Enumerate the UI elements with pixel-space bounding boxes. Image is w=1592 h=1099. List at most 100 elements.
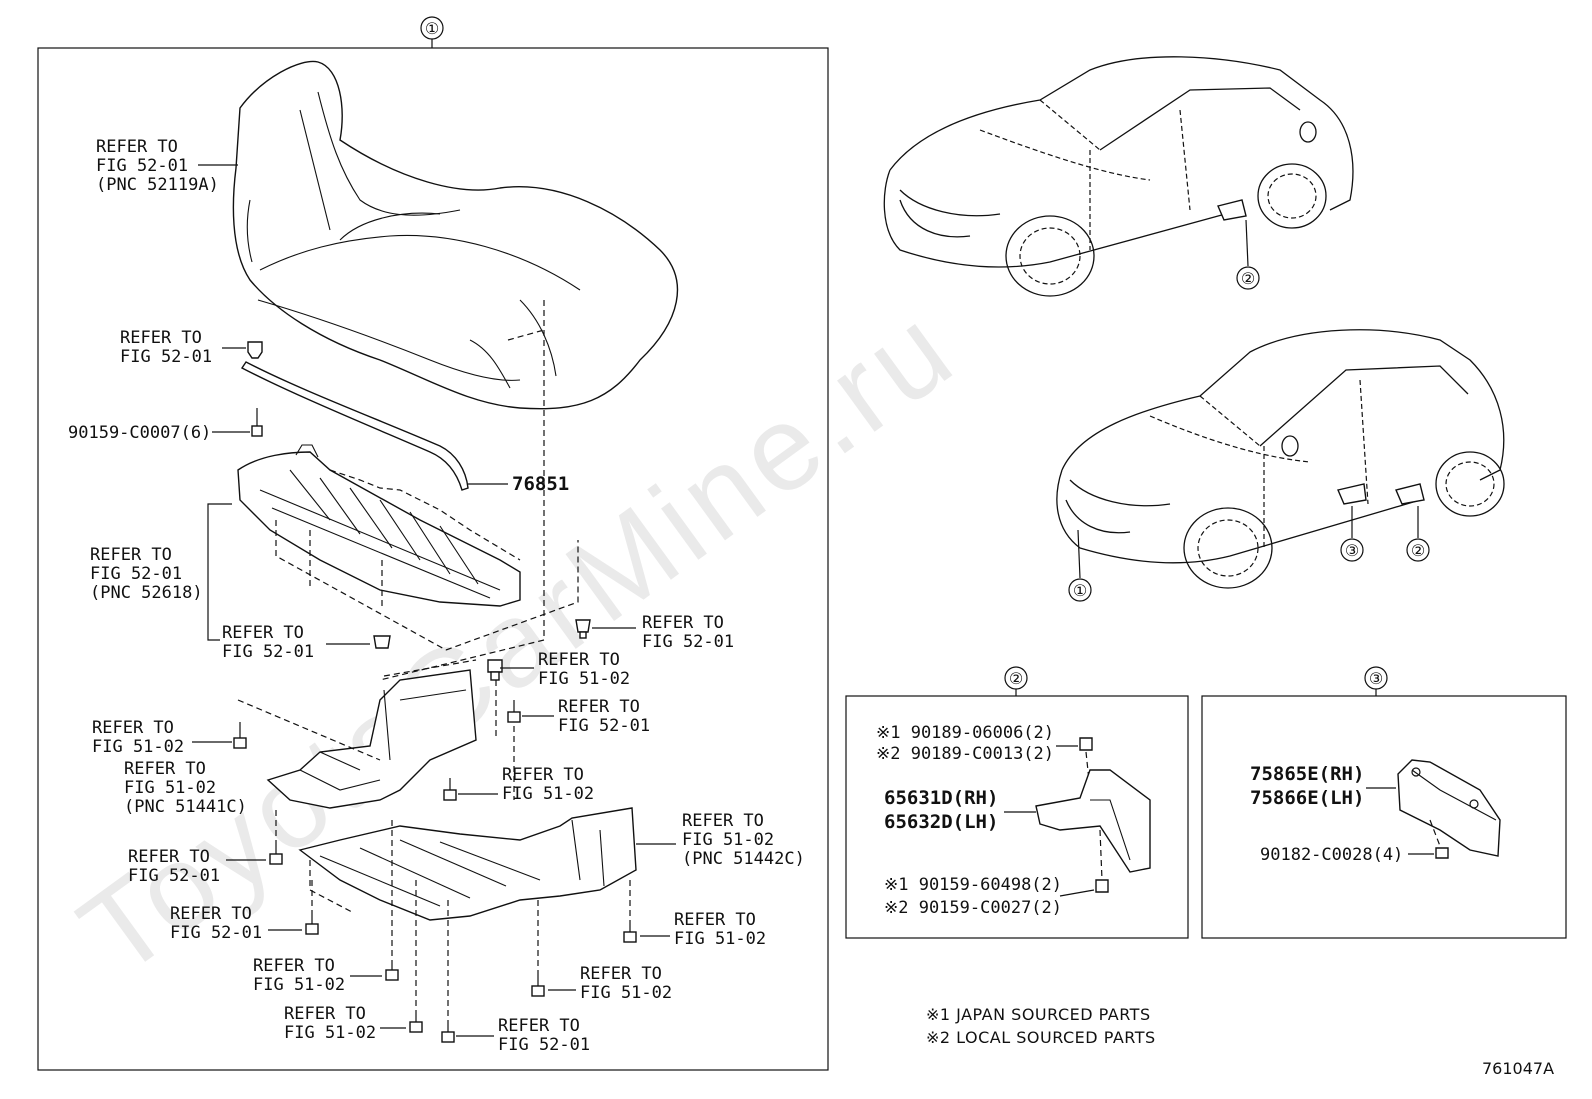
ref-label-13[interactable]: REFER TO FIG 52-01 [170,904,262,943]
box2-nut2[interactable]: ※2 90189-C0013(2) [876,744,1054,764]
svg-text:REFER TO: REFER TO [682,811,764,831]
ref-label-5[interactable]: REFER TO FIG 52-01 [642,613,734,652]
svg-text:REFER TO: REFER TO [580,964,662,984]
ref-label-8[interactable]: REFER TO FIG 51-02 [92,718,184,757]
detail-box-2: ② ※1 90189-06006(2) ※2 90189-C0013(2) 65… [845,666,1189,939]
svg-text:FIG 51-02: FIG 51-02 [682,830,774,850]
box3-clip[interactable]: 90182-C0028(4) [1260,845,1403,865]
clip-51-02-a[interactable] [487,659,503,681]
ref-label-6[interactable]: REFER TO FIG 51-02 [538,650,630,689]
bolt-d[interactable] [269,842,283,865]
main-group-frame: ① [37,16,829,1071]
svg-text:REFER TO: REFER TO [120,328,202,348]
ref-label-1[interactable]: REFER TO FIG 52-01 (PNC 52119A) [96,137,219,195]
svg-text:REFER TO: REFER TO [124,759,206,779]
engine-under-cover-rear[interactable] [298,807,637,921]
box2-part-rh[interactable]: 65631D(RH) [884,787,998,809]
hatch-marker-3[interactable]: ③ [1345,541,1359,560]
cover-clip-right[interactable] [575,619,591,639]
main-group-marker: ① [425,19,439,38]
svg-text:FIG 52-01: FIG 52-01 [170,923,262,943]
bolt-i[interactable] [409,1010,423,1033]
hatch-marker-2[interactable]: ② [1411,541,1425,560]
svg-text:REFER TO: REFER TO [642,613,724,633]
bolt-f[interactable] [623,920,637,943]
svg-text:(PNC 51442C): (PNC 51442C) [682,849,805,869]
cover-clip-center[interactable] [373,635,391,649]
svg-text:FIG 51-02: FIG 51-02 [538,669,630,689]
bolt-c[interactable] [443,778,457,801]
box3-part-rh[interactable]: 75865E(RH) [1250,763,1364,785]
svg-text:REFER TO: REFER TO [674,910,756,930]
hatchback-illustration [1056,329,1505,589]
svg-text:FIG 51-02: FIG 51-02 [580,983,672,1003]
svg-text:FIG 52-01: FIG 52-01 [96,156,188,176]
front-lower-cover[interactable] [237,444,521,607]
front-screw-part-number[interactable]: 90159-C0007(6) [68,423,211,443]
bolt-a[interactable] [507,700,521,723]
svg-text:REFER TO: REFER TO [284,1004,366,1024]
box3-part-lh[interactable]: 75866E(LH) [1250,787,1364,809]
ref-label-17[interactable]: REFER TO FIG 51-02 [284,1004,376,1043]
svg-text:REFER TO: REFER TO [170,904,252,924]
svg-text:FIG 51-02: FIG 51-02 [674,929,766,949]
engine-under-cover-front[interactable] [266,669,477,809]
svg-text:(PNC 52119A): (PNC 52119A) [96,175,219,195]
svg-text:FIG 52-01: FIG 52-01 [498,1035,590,1055]
bolt-h[interactable] [531,972,545,997]
svg-text:REFER TO: REFER TO [538,650,620,670]
svg-text:FIG 51-02: FIG 51-02 [253,975,345,995]
ref-label-2[interactable]: REFER TO FIG 52-01 [120,328,212,367]
svg-text:REFER TO: REFER TO [128,847,210,867]
ref-label-16[interactable]: REFER TO FIG 51-02 [580,964,672,1003]
box2-marker: ② [1009,669,1023,688]
svg-text:(PNC 52618): (PNC 52618) [90,583,203,603]
front-bumper-cover[interactable] [232,60,679,410]
svg-text:REFER TO: REFER TO [222,623,304,643]
svg-text:REFER TO: REFER TO [253,956,335,976]
ref-label-14[interactable]: REFER TO FIG 51-02 [674,910,766,949]
note-local: ※2 LOCAL SOURCED PARTS [926,1028,1156,1047]
svg-text:FIG 51-02: FIG 51-02 [284,1023,376,1043]
box2-screw1[interactable]: ※1 90159-60498(2) [884,875,1062,895]
ref-label-9[interactable]: REFER TO FIG 51-02 (PNC 51441C) [124,759,247,817]
box2-part-lh[interactable]: 65632D(LH) [884,811,998,833]
svg-text:REFER TO: REFER TO [96,137,178,157]
svg-text:FIG 52-01: FIG 52-01 [222,642,314,662]
molding-part-number[interactable]: 76851 [512,473,569,495]
ref-label-15[interactable]: REFER TO FIG 51-02 [253,956,345,995]
ref-label-3[interactable]: REFER TO FIG 52-01 (PNC 52618) [90,545,203,603]
svg-text:FIG 52-01: FIG 52-01 [558,716,650,736]
front-screw[interactable] [251,408,263,437]
figure-code: 761047A [1482,1059,1554,1078]
bolt-b[interactable] [233,722,247,749]
ref-label-11[interactable]: REFER TO FIG 51-02 (PNC 51442C) [682,811,805,869]
bolt-g[interactable] [385,960,399,981]
svg-text:FIG 51-02: FIG 51-02 [124,778,216,798]
svg-text:FIG 51-02: FIG 51-02 [92,737,184,757]
ref-label-4[interactable]: REFER TO FIG 52-01 [222,623,314,662]
ref-label-10[interactable]: REFER TO FIG 51-02 [502,765,594,804]
svg-text:FIG 51-02: FIG 51-02 [502,784,594,804]
hatch-marker-1[interactable]: ① [1073,581,1087,600]
bumper-clip[interactable] [247,341,263,359]
box2-nut1[interactable]: ※1 90189-06006(2) [876,723,1054,743]
svg-text:REFER TO: REFER TO [92,718,174,738]
svg-text:REFER TO: REFER TO [558,697,640,717]
sedan-illustration [883,56,1354,297]
bumper-molding[interactable] [240,361,469,491]
bolt-e[interactable] [305,912,319,935]
box2-screw2[interactable]: ※2 90159-C0027(2) [884,898,1062,918]
svg-text:REFER TO: REFER TO [502,765,584,785]
svg-text:FIG 52-01: FIG 52-01 [90,564,182,584]
ref-label-7[interactable]: REFER TO FIG 52-01 [558,697,650,736]
bolt-j[interactable] [441,1020,455,1043]
svg-text:REFER TO: REFER TO [90,545,172,565]
svg-text:(PNC 51441C): (PNC 51441C) [124,797,247,817]
ref-label-18[interactable]: REFER TO FIG 52-01 [498,1016,590,1055]
ref-label-12[interactable]: REFER TO FIG 52-01 [128,847,220,886]
sedan-marker-2[interactable]: ② [1241,269,1255,288]
note-japan: ※1 JAPAN SOURCED PARTS [926,1005,1151,1024]
svg-text:REFER TO: REFER TO [498,1016,580,1036]
